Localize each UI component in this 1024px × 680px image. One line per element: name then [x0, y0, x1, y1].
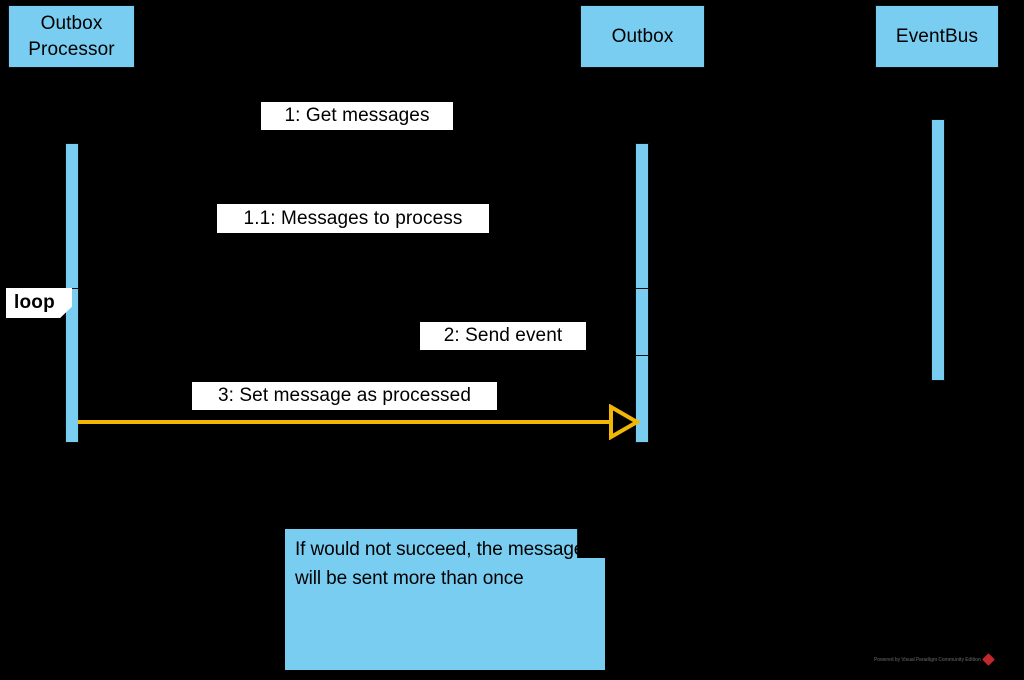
message-label-1-text: 1: Get messages: [284, 105, 430, 126]
participant-eventbus-label: EventBus: [895, 25, 979, 47]
activation-bar-outbox: [635, 143, 649, 443]
activation-divider-outbox-2: [635, 355, 649, 356]
participant-eventbus[interactable]: EventBus: [875, 5, 999, 68]
activation-divider-outbox-processor-1: [65, 288, 79, 289]
watermark-text: Powered by Visual Paradigm Community Edi…: [874, 656, 981, 663]
activation-divider-outbox-1: [635, 288, 649, 289]
message-label-3[interactable]: 3: Set message as processed: [192, 382, 497, 410]
participant-outbox-processor-line2: Processor: [28, 38, 115, 60]
participant-outbox-label: Outbox: [611, 25, 674, 47]
message-label-1[interactable]: 1: Get messages: [261, 102, 453, 130]
participant-outbox[interactable]: Outbox: [580, 5, 705, 68]
visual-paradigm-logo-icon: [981, 653, 995, 666]
message-label-1-1-text: 1.1: Messages to process: [243, 207, 463, 229]
message-arrow-3-line: [78, 420, 613, 424]
fragment-operator-loop: loop: [6, 288, 72, 318]
participant-outbox-processor[interactable]: Outbox Processor: [8, 5, 135, 68]
arrow-head-icon: [609, 403, 642, 441]
note-text: If would not succeed, the message will b…: [295, 539, 585, 590]
message-label-2[interactable]: 2: Send event: [420, 322, 586, 350]
message-label-1-1[interactable]: 1.1: Messages to process: [217, 204, 489, 233]
fragment-operator-label: loop: [14, 292, 55, 313]
message-label-3-text: 3: Set message as processed: [217, 385, 471, 406]
watermark: Powered by Visual Paradigm Community Edi…: [874, 653, 995, 666]
note-box: [285, 529, 605, 670]
message-label-2-text: 2: Send event: [443, 325, 563, 346]
message-arrow-3-head: [608, 403, 642, 441]
activation-bar-eventbus: [931, 119, 945, 381]
participant-outbox-processor-line1: Outbox: [40, 12, 103, 34]
